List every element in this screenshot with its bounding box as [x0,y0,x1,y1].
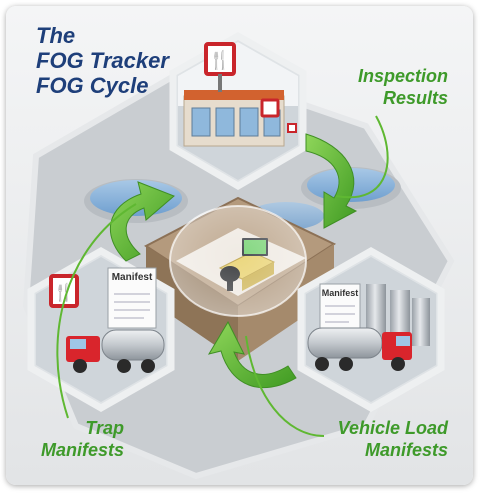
svg-text:🍴: 🍴 [209,49,231,71]
label-vehicle-line-1: Vehicle Load [337,418,448,438]
cycle-arrows [110,133,358,389]
arrow-to-vehicle [207,320,297,389]
trap-callout [56,203,137,419]
arrow-to-inspection [305,133,358,229]
vehicle-load-hexagon [297,246,445,413]
title-line-1: The [36,23,76,48]
arrow-from-trap [110,181,175,262]
callout-lines [56,115,389,437]
label-trap-line-2: Manifests [40,440,124,460]
label-inspection-line-2: Results [382,88,448,108]
vehicle-manifest-heading: Manifest [321,288,359,298]
vehicle-callout [245,335,325,437]
title-line-2: FOG Tracker [36,48,169,73]
label-trap-line-1: Trap [85,418,124,438]
trap-manifest-hexagon: 🍴 [27,246,175,413]
inspection-pit [144,196,337,361]
restaurant-hexagon: 🍴 [169,31,307,191]
fog-cycle-card: 🍴 🍴 [6,6,473,485]
trap-manifest-heading: Manifest [111,272,153,283]
label-vehicle-line-2: Manifests [364,440,448,460]
label-inspection-line-1: Inspection [357,66,448,86]
title-line-3: FOG Cycle [36,73,149,98]
fog-cycle-diagram: 🍴 🍴 [6,6,473,485]
inspection-callout [335,115,389,199]
